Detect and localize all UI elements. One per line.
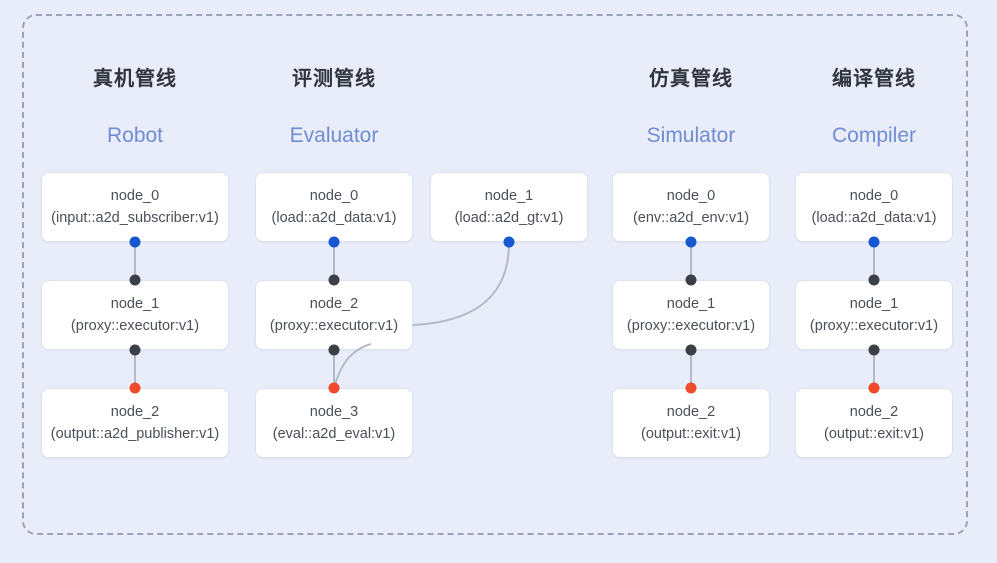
port-input-simulator-1[interactable] — [685, 274, 697, 286]
node-name: node_2 — [666, 403, 716, 420]
node-evaluator-1-gt[interactable]: node_1 (load::a2d_gt:v1) — [430, 172, 588, 242]
node-name: node_0 — [309, 187, 359, 204]
node-name: node_3 — [309, 403, 359, 420]
edge-simulator-0-1 — [690, 242, 692, 280]
node-name: node_1 — [110, 295, 160, 312]
edge-simulator-1-2 — [690, 350, 692, 388]
node-name: node_0 — [849, 187, 899, 204]
node-compiler-0[interactable]: node_0 (load::a2d_data:v1) — [795, 172, 953, 242]
node-spec: (load::a2d_gt:v1) — [454, 210, 564, 226]
column-title-en-evaluator: Evaluator — [289, 124, 379, 147]
edge-evaluator-0-2 — [333, 242, 335, 280]
node-simulator-2[interactable]: node_2 (output::exit:v1) — [612, 388, 770, 458]
node-spec: (proxy::executor:v1) — [269, 318, 399, 334]
port-output-compiler-0[interactable] — [868, 236, 880, 248]
port-output-simulator-0[interactable] — [685, 236, 697, 248]
node-spec: (proxy::executor:v1) — [809, 318, 939, 334]
node-robot-2[interactable]: node_2 (output::a2d_publisher:v1) — [41, 388, 229, 458]
column-title-en-compiler: Compiler — [831, 124, 917, 147]
edge-compiler-1-2 — [873, 350, 875, 388]
column-title-en-simulator: Simulator — [646, 124, 736, 147]
port-input-robot-2[interactable] — [129, 382, 141, 394]
port-output-simulator-1[interactable] — [685, 344, 697, 356]
node-name: node_2 — [110, 403, 160, 420]
node-spec: (load::a2d_data:v1) — [271, 210, 397, 226]
port-output-robot-0[interactable] — [129, 236, 141, 248]
node-name: node_0 — [666, 187, 716, 204]
node-name: node_1 — [849, 295, 899, 312]
node-evaluator-3[interactable]: node_3 (eval::a2d_eval:v1) — [255, 388, 413, 458]
node-name: node_0 — [110, 187, 160, 204]
port-output-evaluator-2[interactable] — [328, 344, 340, 356]
node-spec: (input::a2d_subscriber:v1) — [51, 210, 219, 226]
column-title-cn-simulator: 仿真管线 — [649, 68, 733, 90]
edge-robot-1-2 — [134, 350, 136, 388]
node-name: node_2 — [849, 403, 899, 420]
node-robot-0[interactable]: node_0 (input::a2d_subscriber:v1) — [41, 172, 229, 242]
node-name: node_2 — [309, 295, 359, 312]
column-title-en-robot: Robot — [106, 124, 164, 147]
node-simulator-1[interactable]: node_1 (proxy::executor:v1) — [612, 280, 770, 350]
column-title-cn-compiler: 编译管线 — [832, 68, 916, 90]
node-spec: (eval::a2d_eval:v1) — [272, 426, 396, 442]
edge-robot-0-1 — [134, 242, 136, 280]
node-spec: (output::exit:v1) — [641, 426, 741, 442]
node-compiler-1[interactable]: node_1 (proxy::executor:v1) — [795, 280, 953, 350]
port-input-robot-1[interactable] — [129, 274, 141, 286]
node-spec: (output::exit:v1) — [824, 426, 924, 442]
node-simulator-0[interactable]: node_0 (env::a2d_env:v1) — [612, 172, 770, 242]
node-evaluator-2[interactable]: node_2 (proxy::executor:v1) — [255, 280, 413, 350]
port-output-compiler-1[interactable] — [868, 344, 880, 356]
node-spec: (proxy::executor:v1) — [626, 318, 756, 334]
node-name: node_1 — [484, 187, 534, 204]
node-name: node_1 — [666, 295, 716, 312]
node-spec: (env::a2d_env:v1) — [632, 210, 750, 226]
port-output-robot-1[interactable] — [129, 344, 141, 356]
node-robot-1[interactable]: node_1 (proxy::executor:v1) — [41, 280, 229, 350]
edge-compiler-0-1 — [873, 242, 875, 280]
port-output-evaluator-gt[interactable] — [503, 236, 515, 248]
node-spec: (proxy::executor:v1) — [70, 318, 200, 334]
port-input-compiler-1[interactable] — [868, 274, 880, 286]
column-title-cn-evaluator: 评测管线 — [292, 68, 376, 90]
node-spec: (load::a2d_data:v1) — [811, 210, 937, 226]
port-input-simulator-2[interactable] — [685, 382, 697, 394]
column-title-cn-robot: 真机管线 — [93, 68, 177, 90]
port-input-evaluator-3[interactable] — [328, 382, 340, 394]
port-input-compiler-2[interactable] — [868, 382, 880, 394]
port-output-evaluator-0[interactable] — [328, 236, 340, 248]
node-evaluator-0[interactable]: node_0 (load::a2d_data:v1) — [255, 172, 413, 242]
node-compiler-2[interactable]: node_2 (output::exit:v1) — [795, 388, 953, 458]
node-spec: (output::a2d_publisher:v1) — [50, 426, 220, 442]
port-input-evaluator-2[interactable] — [328, 274, 340, 286]
